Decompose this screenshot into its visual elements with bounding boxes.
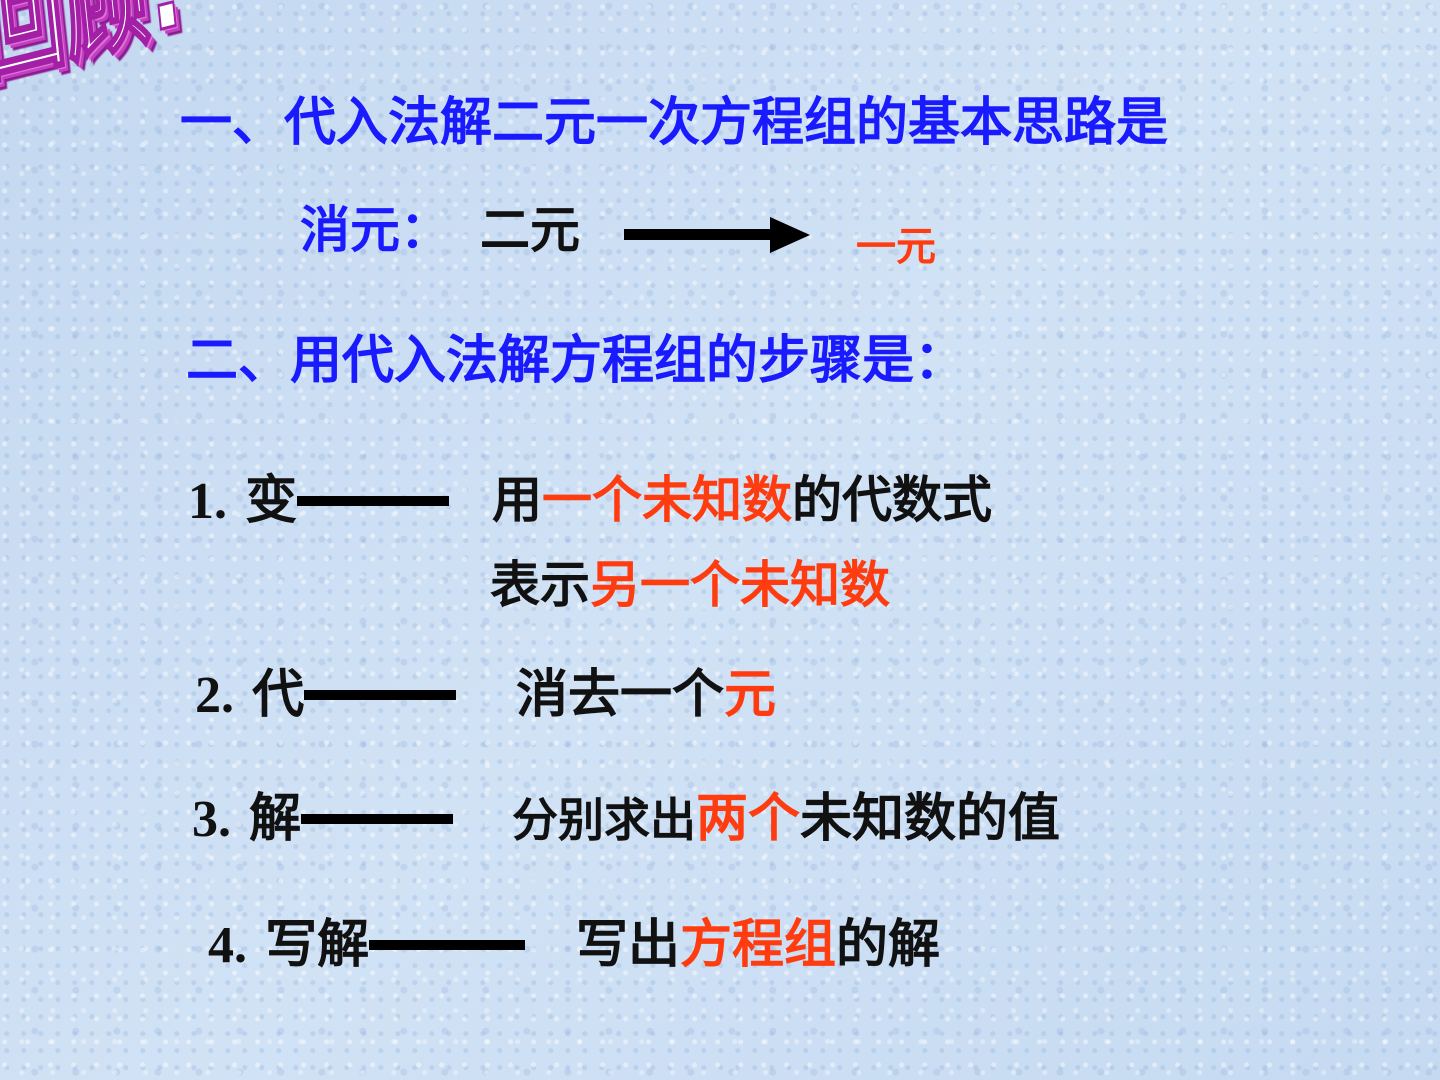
step-3-title: 3. 解 [192,776,454,851]
step-3-dash [301,813,454,824]
section2-heading: 二、用代入法解方程组的步骤是： [186,330,967,391]
step-4-text-b: 的解 [836,914,941,975]
step-1-text-a: 用 [492,470,542,529]
step-1-number: 1. [188,473,227,530]
step-1-dash [297,495,450,506]
step-1-text-b: 的代数式 [792,470,992,529]
two-variable-text: 二元 [480,200,580,259]
step-1-name: 变 [245,470,298,531]
step-4-dash [369,939,526,950]
step-1-highlight-b: 另一个未知数 [590,555,890,614]
elimination-label-text: 消元 [300,200,400,259]
review-wordart-title: 回顾: [0,0,209,218]
step-3-number: 3. [192,791,231,848]
step-3-text-a: 分别求出 [512,793,696,847]
one-variable-text: 一元 [856,223,936,270]
elimination-label: 消元： [300,190,450,262]
step-2-name: 代 [252,664,305,725]
step-1-text-c: 表示 [490,555,590,614]
step-4-text-a: 写出 [576,914,681,975]
elimination-colon: ： [400,200,450,259]
step-2-highlight: 元 [724,664,777,725]
step-2-dash [304,689,457,700]
step-1-title: 1. 变 [188,458,450,533]
step-4-number: 4. [208,917,247,974]
right-arrow-icon [624,217,810,253]
step-1-highlight-a: 一个未知数 [542,470,792,529]
review-title-text: 回顾: [0,0,189,105]
section1-heading-text: 一、代入法解二元一次方程组的基本思路是 [180,92,1169,153]
step-2-description: 消去一个元 [516,652,776,727]
step-3-name: 解 [249,788,302,849]
step-1-description-line2: 表示另一个未知数 [490,545,890,617]
step-1-description-line1: 用一个未知数的代数式 [492,460,992,532]
step-4-name: 写解 [265,914,370,975]
step-3-text-b: 未知数的值 [800,788,1061,849]
step-2-title: 2. 代 [195,652,457,727]
step-3-description: 分别求出两个未知数的值 [512,776,1060,851]
section1-heading: 一、代入法解二元一次方程组的基本思路是 [180,80,1168,155]
step-4-title: 4. 写解 [208,902,526,977]
step-2-number: 2. [195,667,234,724]
step-2-text-a: 消去一个 [516,664,725,725]
step-3-highlight: 两个 [696,788,801,849]
step-4-description: 写出方程组的解 [576,902,940,977]
step-4-highlight: 方程组 [680,914,837,975]
